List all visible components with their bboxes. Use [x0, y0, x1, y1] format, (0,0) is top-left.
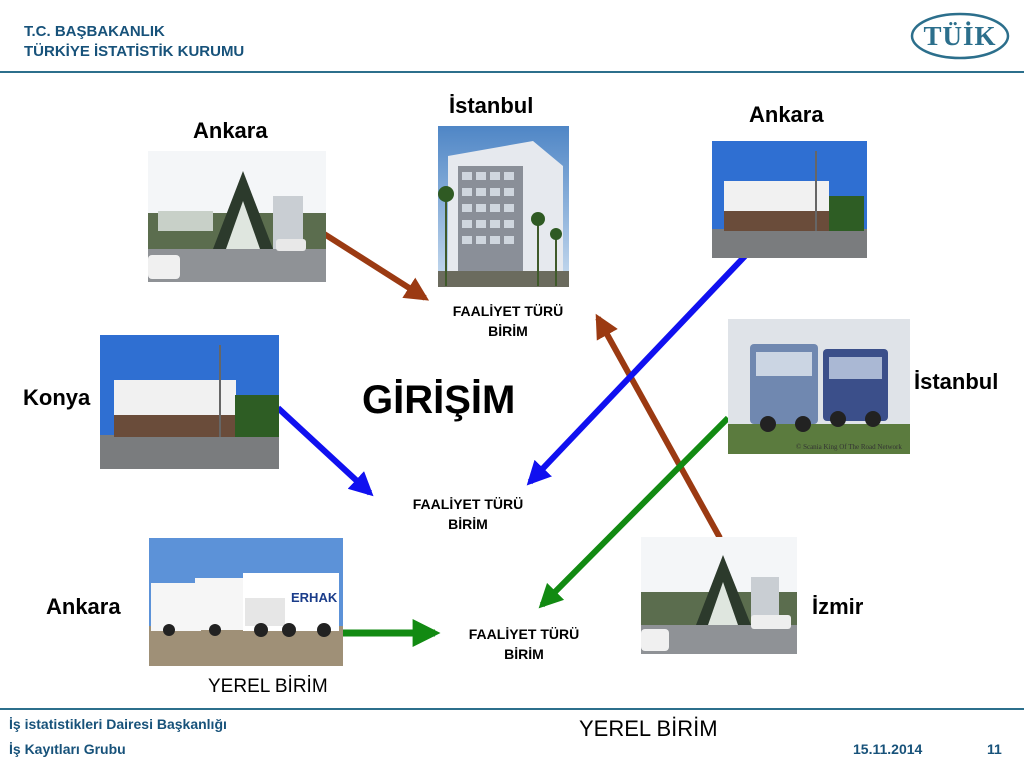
city-label-ankara-top-left: Ankara — [193, 118, 268, 143]
activity-unit-bottom-line1: FAALİYET TÜRÜ — [468, 626, 580, 642]
photo-konya — [100, 335, 279, 469]
city-label-ankara-top-right: Ankara — [749, 102, 824, 127]
activity-unit-middle-line1: FAALİYET TÜRÜ — [412, 496, 524, 512]
city-label-istanbul-top: İstanbul — [449, 93, 534, 118]
enterprise-title: GİRİŞİM — [362, 378, 516, 422]
activity-unit-top-line1: FAALİYET TÜRÜ — [452, 303, 564, 319]
activity-unit-middle-line2: BİRİM — [448, 516, 488, 532]
header-divider — [0, 71, 1024, 73]
photo-ankara-trucks: ERHAK — [149, 538, 343, 666]
arrow-izmir-to-top-unit — [595, 313, 723, 540]
activity-unit-bottom-line2: BİRİM — [504, 646, 544, 662]
photo-ankara-top-right — [712, 141, 867, 258]
tuik-logo-text: TÜİK — [923, 21, 997, 51]
photo-istanbul-tower — [438, 126, 569, 287]
city-label-konya: Konya — [23, 385, 91, 410]
activity-unit-top-line2: BİRİM — [488, 323, 528, 339]
local-unit-caption: YEREL BİRİM — [208, 676, 328, 697]
arrow-istanbul-to-bottom-unit — [538, 415, 731, 609]
photo-izmir — [641, 537, 797, 654]
trucks-photo-credit: © Scania King Of The Road Network — [796, 443, 902, 451]
arrow-ankara-to-top-unit — [316, 227, 430, 301]
photo-istanbul-trucks: © Scania King Of The Road Network — [728, 319, 910, 454]
city-label-ankara-bottom-left: Ankara — [46, 594, 121, 619]
truck-brand-label: ERHAK — [291, 590, 338, 605]
tuik-logo-oval — [910, 12, 1010, 60]
activity-unit-middle: FAALİYET TÜRÜ BİRİM — [388, 494, 548, 534]
activity-unit-top: FAALİYET TÜRÜ BİRİM — [428, 301, 588, 341]
footer-local-unit: YEREL BİRİM — [579, 716, 718, 741]
header-line-2: TÜRKİYE İSTATİSTİK KURUMU — [24, 43, 245, 60]
photo-ankara-top-left — [148, 151, 326, 282]
arrow-ankara-right-to-middle-unit — [526, 253, 748, 486]
city-label-izmir: İzmir — [812, 594, 864, 619]
tuik-logo: TÜİK — [910, 12, 1010, 60]
activity-unit-bottom: FAALİYET TÜRÜ BİRİM — [444, 624, 604, 664]
header-line-1: T.C. BAŞBAKANLIK — [24, 23, 165, 40]
footer-divider — [0, 708, 1024, 710]
city-label-istanbul-right: İstanbul — [914, 369, 999, 394]
arrow-konya-to-middle-unit — [275, 405, 374, 497]
footer-group: İş Kayıtları Grubu — [9, 741, 126, 757]
footer-page-number: 11 — [987, 741, 1002, 757]
footer-department: İş istatistikleri Dairesi Başkanlığı — [9, 716, 227, 732]
footer-date: 15.11.2014 — [853, 741, 923, 757]
